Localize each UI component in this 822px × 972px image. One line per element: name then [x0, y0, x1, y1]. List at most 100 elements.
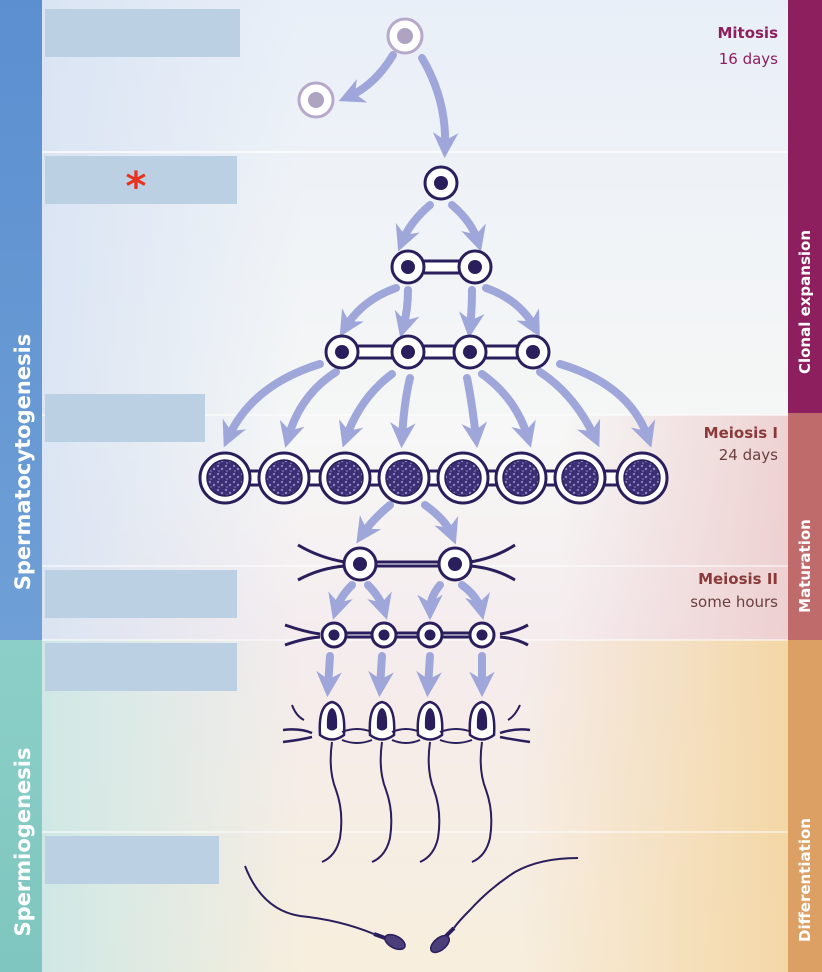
differentiation-label: Differentiation [796, 818, 814, 942]
arrow-l3-e [461, 374, 488, 449]
spermatocytogenesis-label: Spermatocytogenesis [11, 334, 35, 591]
spermatogonium-a [423, 165, 459, 201]
arrow-m2-b [364, 581, 392, 620]
membrane-edge [284, 635, 321, 647]
arrow-l2-b [394, 286, 420, 338]
cytoplasm-link [439, 739, 473, 744]
arrow-l3-h [556, 360, 656, 448]
speckled-nucleus [561, 459, 599, 497]
membrane-edge [469, 564, 516, 582]
mitosis-name: Mitosis [717, 24, 778, 42]
sperm-layer [244, 700, 579, 954]
label-box-3 [45, 394, 205, 442]
residual-membrane [282, 728, 313, 735]
meiosis1-duration: 24 days [719, 446, 778, 464]
bridge-fill [360, 563, 455, 565]
secondary-spermatocytes [297, 543, 516, 582]
arrow-sp-a [316, 652, 342, 698]
arrow-m2-c [417, 581, 444, 621]
membrane-edge [469, 543, 516, 564]
arrow-l2-c [458, 286, 485, 339]
cell-nucleus [468, 260, 482, 274]
left-band-spermiogenesis: Spermiogenesis [0, 640, 42, 972]
bridge-fill [334, 634, 482, 636]
residual-membrane [291, 704, 305, 721]
sperm-head [429, 934, 451, 954]
spermatozoon-right [429, 857, 579, 954]
arrow-l3-a [222, 360, 324, 448]
arrow-sp-b [368, 652, 394, 698]
arrow-m2-d [458, 581, 491, 620]
cell-nucleus [401, 345, 415, 359]
meiosis2-duration: some hours [690, 593, 778, 611]
spermatid-head-nucleus [376, 708, 388, 731]
primary-spermatocyte-4 [377, 451, 431, 505]
sperm-tail [471, 741, 493, 863]
spermatid-3 [416, 621, 444, 649]
arrow-l3-d [390, 374, 416, 449]
right-band-maturation: Maturation [788, 413, 822, 640]
primary-spermatocyte-6 [494, 451, 548, 505]
label-box-6 [45, 836, 219, 884]
spermatid-4 [468, 621, 496, 649]
spermatogonium-c [457, 249, 493, 285]
bridge-fill [342, 347, 533, 357]
cell-nucleus [335, 345, 349, 359]
arrow-l2-a [339, 284, 400, 337]
residual-membrane [499, 735, 531, 744]
membrane-edge [297, 543, 346, 564]
arrow-l2-d [482, 284, 540, 338]
right-band-clonal-expansion: Clonal expansion [788, 0, 822, 413]
arrow-m1-right [421, 501, 459, 545]
primary-spermatocyte-5 [436, 451, 490, 505]
primary-spermatocyte-1 [198, 451, 252, 505]
sperm-tail [244, 865, 375, 935]
spermatogonium-quad-2 [390, 334, 426, 370]
arrow-m2-a [328, 581, 356, 620]
spermatozoa [244, 857, 579, 954]
spermiogenesis-label: Spermiogenesis [11, 748, 35, 937]
arrow-l1-left [395, 201, 434, 252]
arrow-l3-g [536, 368, 601, 448]
mitosis-stage: Mitosis 16 days [717, 24, 778, 68]
spermatid-1 [320, 621, 348, 649]
elongating-spermatid-4 [468, 700, 496, 863]
speckled-nucleus [623, 459, 661, 497]
arrow-sp-c [416, 652, 442, 698]
primary-spermatocyte-3 [318, 451, 372, 505]
arrow-l3-b [279, 368, 340, 448]
membrane-edge [499, 623, 529, 636]
spermatid-head-nucleus [424, 708, 436, 731]
residual-membrane [499, 728, 531, 735]
secondary-spermatocyte-1 [342, 546, 378, 582]
sperm-midpiece [373, 932, 386, 940]
secondary-spermatocyte-2 [437, 546, 473, 582]
membrane-edge [297, 564, 346, 582]
label-box-2 [45, 156, 237, 204]
speckled-nucleus [444, 459, 482, 497]
spermatids [284, 621, 529, 649]
cell-nucleus [401, 260, 415, 274]
arrow-l3-c [338, 370, 396, 448]
spermatozoon-left [244, 865, 406, 951]
spermatogonium-quad-4 [515, 334, 551, 370]
residual-membrane [282, 735, 313, 744]
primary-spermatocyte-2 [257, 451, 311, 505]
asterisk-marker: * [126, 164, 147, 210]
cell-nucleus [526, 345, 540, 359]
cell-nucleus [476, 629, 488, 641]
stem-cells [297, 17, 424, 119]
maturation-label: Maturation [796, 519, 814, 613]
speckled-nucleus [502, 459, 540, 497]
primary-spermatocytes [198, 451, 669, 505]
sperm-tail [453, 857, 579, 929]
speckled-nucleus [385, 459, 423, 497]
arrow-mitosis-left [338, 51, 397, 103]
cell-nucleus [353, 557, 367, 571]
spermatogonia-pair [390, 249, 493, 285]
spermatogonium-b [390, 249, 426, 285]
elongating-spermatids [282, 700, 531, 863]
speckled-nucleus [265, 459, 303, 497]
